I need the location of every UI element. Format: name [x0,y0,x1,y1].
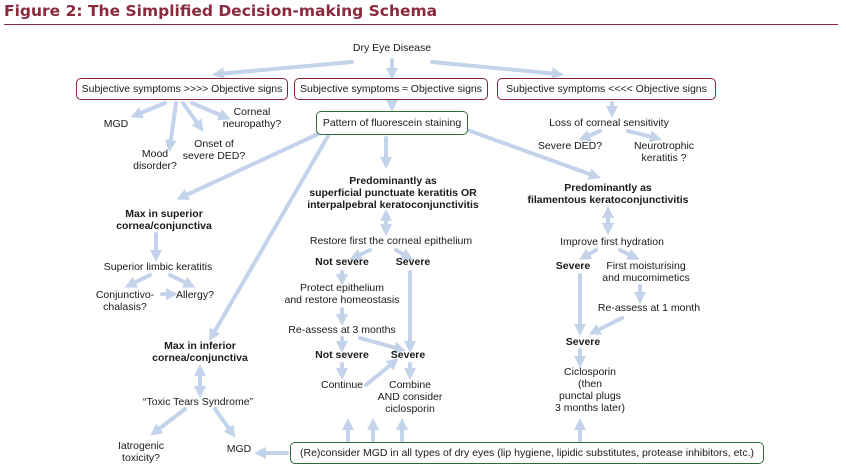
arrow-reassess1m-to-severe [588,316,624,335]
box-pattern-fluorescein: Pattern of fluorescein staining [316,111,468,135]
box-subjective-greater: Subjective symptoms >>>> Objective signs [76,78,288,100]
node-conjunctivochalasis: Conjunctivo-chalasis? [95,289,155,313]
arrow-limbic-to-conjunctivo [124,273,152,288]
figure-title: Figure 2: The Simplified Decision-making… [4,2,438,20]
node-severe-ded: Severe DED? [537,140,603,152]
node-not-severe-2: Not severe [315,349,369,361]
arrow-to-neurotrophic [626,129,662,143]
arrow-toxic-to-mgd [213,407,236,438]
node-improve-hydration: Improve first hydration [560,236,664,248]
node-severe-right-1: Severe [555,260,591,272]
node-severe-right-2: Severe [565,336,601,348]
arrow-pattern-to-superior [176,132,320,200]
arrow-restore-to-notsevere [349,248,372,260]
node-superior-limbic: Superior limbic keratitis [103,261,213,273]
arrow-limbic-to-allergy [168,273,196,288]
node-dry-eye-disease: Dry Eye Disease [352,42,432,54]
arrow-improve-to-severe [578,248,598,261]
box-subjective-less: Subjective symptoms <<<< Objective signs [497,78,716,100]
node-not-severe-1: Not severe [315,256,369,268]
arrow-to-mgd-top [130,101,167,119]
arrow-to-corneal-neuropathy [190,101,231,121]
box-subjective-equal: Subjective symptoms ≈ Objective signs [294,78,488,100]
node-loss-corneal-sensitivity: Loss of corneal sensitivity [549,117,669,129]
arrow-reassess-to-severe [358,336,406,354]
node-severe-2: Severe [390,349,426,361]
node-reassess-1-month: Re-assess at 1 month [597,302,701,314]
arrow-to-onset [181,101,204,132]
node-mgd-bottom: MGD [226,443,252,455]
box-reconsider-mgd: (Re)consider MGD in all types of dry eye… [290,442,764,464]
node-mgd-top: MGD [103,118,129,130]
arrow-to-severe-ded [578,129,602,142]
title-rule [4,24,838,25]
node-continue: Continue [320,379,364,391]
node-restore-epithelium: Restore first the corneal epithelium [309,235,473,247]
arrow-restore-to-severe [394,248,414,261]
arrow-pattern-to-inferior [208,134,330,342]
node-reassess-3-months: Re-assess at 3 months [288,324,396,336]
node-severe-1: Severe [395,256,431,268]
arrow-root-left [212,60,354,80]
arrow-continue-to-severe [364,358,399,387]
arrow-improve-to-moisturising [618,248,640,260]
arrow-root-right [430,60,564,80]
arrow-to-mood [164,101,178,152]
node-toxic-tears: “Toxic Tears Syndrome” [142,396,254,408]
arrow-toxic-to-iatrogenic [150,407,187,436]
node-allergy: Allergy? [176,289,214,301]
arrow-pattern-to-filamentous [460,126,601,180]
